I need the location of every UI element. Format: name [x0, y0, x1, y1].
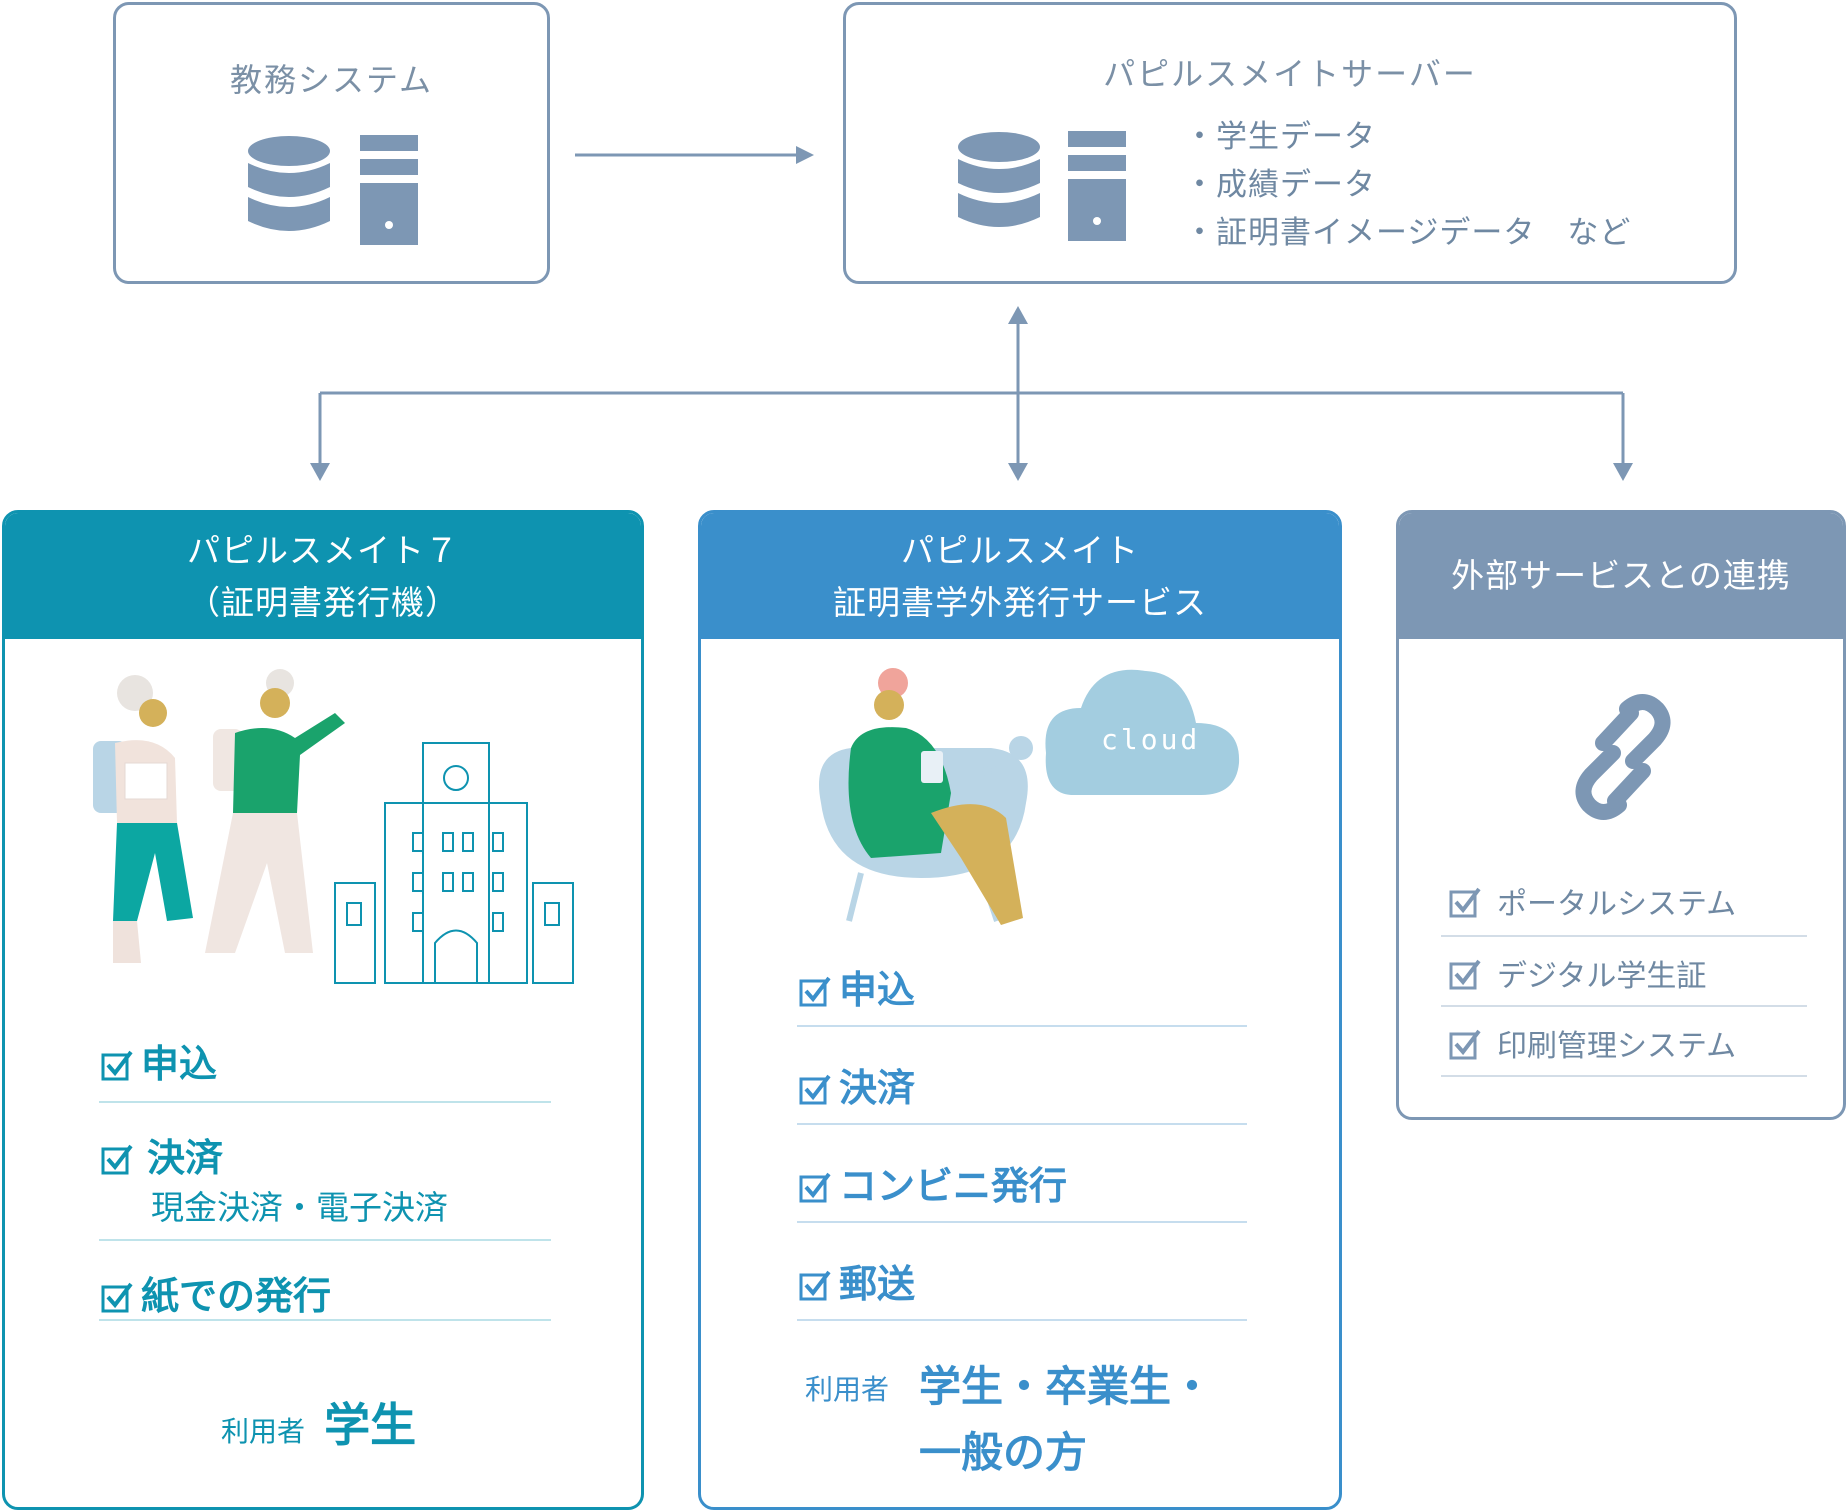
card1-item-paper-issue: 紙での発行 [101, 1265, 331, 1320]
card2-user-value-line1: 学生・卒業生・ [919, 1362, 1214, 1411]
checkbox-icon [1449, 1029, 1481, 1060]
card3-item-label: デジタル学生証 [1497, 959, 1707, 994]
card2-item-apply: 申込 [799, 959, 915, 1014]
card1-item-label: 決済 [147, 1136, 224, 1180]
card2-title-line1: パピルスメイト [901, 531, 1139, 570]
card2-item-mail: 郵送 [799, 1253, 915, 1308]
card1-item-payment: 決済 [101, 1127, 223, 1182]
database-icon [958, 132, 1040, 227]
server-title: パピルスメイトサーバー [1103, 55, 1477, 93]
card3-item-label: ポータルシステム [1497, 887, 1737, 922]
divider [797, 1221, 1247, 1223]
card-external-issue-service: パピルスメイト 証明書学外発行サービス cloud 申込 決済 コンビニ発行 郵… [698, 510, 1342, 1510]
card1-title-line1: パピルスメイト７ [187, 531, 459, 570]
divider [99, 1101, 551, 1103]
server-icon [1068, 131, 1126, 241]
card3-item-portal: ポータルシステム [1449, 879, 1736, 923]
checkbox-icon [799, 976, 831, 1007]
academic-system-box: 教務システム [113, 2, 550, 284]
card1-item-apply: 申込 [101, 1033, 217, 1088]
card2-item-label: 決済 [839, 1066, 916, 1110]
server-data-item: ・成績データ [1184, 167, 1376, 203]
card1-header: パピルスメイト７ （証明書発行機） [5, 513, 641, 639]
divider [1441, 935, 1807, 937]
user-label: 利用者 [221, 1415, 306, 1448]
server-icon [360, 135, 418, 245]
checkbox-icon [1449, 887, 1481, 918]
checkbox-icon [799, 1074, 831, 1105]
checkbox-icon [1449, 959, 1481, 990]
link-icon [1575, 694, 1671, 820]
divider [797, 1319, 1247, 1321]
card2-item-convenience-store: コンビニ発行 [799, 1155, 1067, 1210]
cloud-label: cloud [1101, 723, 1201, 756]
card2-user-value-line2: 一般の方 [919, 1428, 1088, 1477]
card1-user: 利用者 学生 [221, 1389, 416, 1455]
card2-title-line2: 証明書学外発行サービス [833, 583, 1207, 622]
divider [797, 1123, 1247, 1125]
card3-header: 外部サービスとの連携 [1399, 513, 1843, 639]
card2-item-payment: 決済 [799, 1057, 915, 1112]
server-data-item: ・証明書イメージデータ など [1184, 215, 1632, 251]
card3-item-print-management: 印刷管理システム [1449, 1021, 1736, 1065]
card2-item-label: 申込 [839, 968, 916, 1012]
card2-user-label: 利用者 [805, 1373, 890, 1406]
card1-payment-sub: 現金決済・電子決済 [151, 1188, 448, 1227]
card3-item-label: 印刷管理システム [1497, 1029, 1737, 1064]
card3-item-digital-student-id: デジタル学生証 [1449, 951, 1706, 995]
divider [797, 1025, 1247, 1027]
divider [99, 1319, 551, 1321]
server-box: パピルスメイトサーバー ・学生データ ・成績データ ・証明書イメージデータ など [843, 2, 1737, 284]
server-data-list: ・学生データ ・成績データ ・証明書イメージデータ など [1184, 113, 1631, 257]
students-school-illustration [93, 669, 574, 984]
checkbox-icon [101, 1282, 133, 1313]
card2-header: パピルスメイト 証明書学外発行サービス [701, 513, 1339, 639]
divider [1441, 1005, 1807, 1007]
user-value: 学生 [324, 1398, 417, 1452]
card-external-integration: 外部サービスとの連携 ポータルシステム デジタル学生証 印刷管理システム [1396, 510, 1846, 1120]
arrow-sync [575, 146, 814, 164]
card-papyrus-mate-7: パピルスメイト７ （証明書発行機） [2, 510, 644, 1510]
divider [99, 1239, 551, 1241]
card2-item-label: コンビニ発行 [839, 1164, 1068, 1208]
database-icon [248, 136, 330, 231]
checkbox-icon [799, 1270, 831, 1301]
checkbox-icon [101, 1050, 133, 1081]
card1-item-label: 申込 [141, 1042, 218, 1086]
connector-lines [310, 306, 1633, 481]
card1-item-label: 紙での発行 [141, 1274, 332, 1318]
remote-user-illustration [819, 668, 1240, 925]
card1-title-line2: （証明書発行機） [187, 583, 459, 622]
card3-title: 外部サービスとの連携 [1451, 556, 1791, 595]
academic-system-title: 教務システム [229, 61, 434, 99]
server-data-item: ・学生データ [1184, 119, 1376, 155]
checkbox-icon [101, 1144, 133, 1175]
checkbox-icon [799, 1172, 831, 1203]
card2-item-label: 郵送 [839, 1262, 916, 1306]
divider [1441, 1075, 1807, 1077]
